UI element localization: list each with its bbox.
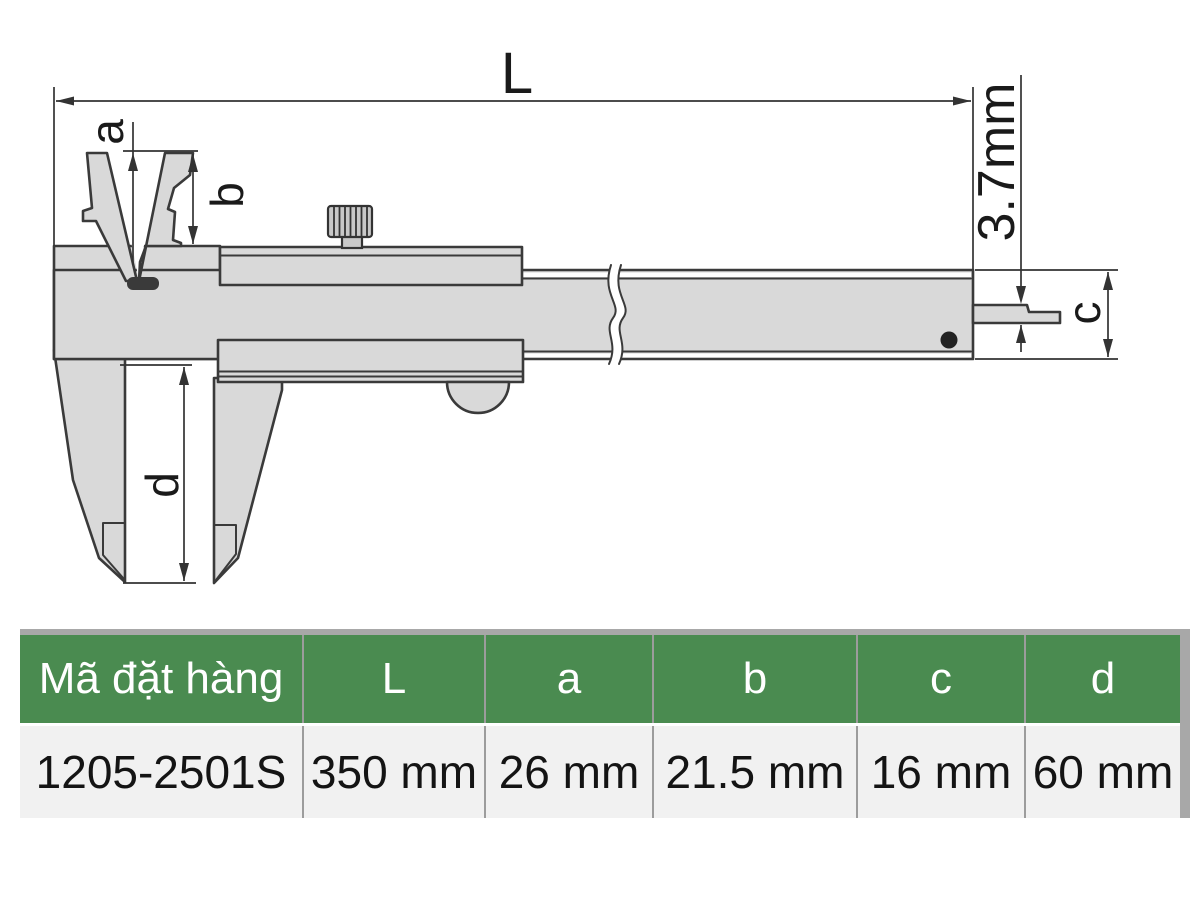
slider-bottom-plate [216, 338, 525, 384]
spec-table: Mã đặt hàng L a b c d 1205-2501S 350 mm … [20, 629, 1190, 818]
dim-label-d: d [136, 472, 188, 498]
movable-jaw-face-lines [213, 524, 237, 581]
dim-label-c: c [1058, 302, 1110, 325]
header-cell-L: L [302, 635, 484, 723]
header-cell-order-code: Mã đặt hàng [38, 654, 284, 703]
upper-jaw-left [81, 151, 139, 283]
dim-label-b: b [201, 182, 253, 208]
slider-top-plate [218, 245, 524, 287]
dim-label-37mm: 3.7mm [968, 83, 1026, 242]
depth-rod [971, 303, 1062, 325]
cell-d-value: 60 mm [1024, 726, 1180, 818]
cell-b-value: 21.5 mm [652, 726, 856, 818]
beam-screw-dot [940, 331, 958, 349]
upper-jaw-gap [107, 151, 165, 281]
fixed-lower-jaw [52, 348, 127, 584]
cell-a-value: 26 mm [484, 726, 652, 818]
dim-label-a: a [81, 119, 133, 145]
screw-knurling [333, 207, 368, 236]
dim-label-L: L [501, 41, 533, 106]
header-cell-c: c [856, 635, 1024, 723]
header-cell-d: d [1024, 635, 1180, 723]
beam-break-band [608, 263, 626, 366]
movable-lower-jaw [212, 376, 284, 585]
upper-jaw-right [137, 151, 195, 283]
cell-L-value: 350 mm [302, 726, 484, 818]
header-cell-a: a [484, 635, 652, 723]
fixed-jaw-face-lines [102, 522, 126, 580]
table-row-gap [20, 723, 1180, 726]
cell-order-code: 1205-2501S [35, 746, 287, 798]
spec-table-data-row: 1205-2501S 350 mm 26 mm 21.5 mm 16 mm 60… [20, 726, 1180, 818]
spec-table-header-row: Mã đặt hàng L a b c d [20, 635, 1180, 723]
beam-break-icon [607, 264, 627, 365]
cell-c-value: 16 mm [856, 726, 1024, 818]
header-cell-b: b [652, 635, 856, 723]
jaw-tip-mark [127, 277, 159, 290]
caliper-diagram: L a b d 3.7mm c [52, 41, 1118, 585]
slider-thumb-rest [445, 380, 511, 415]
